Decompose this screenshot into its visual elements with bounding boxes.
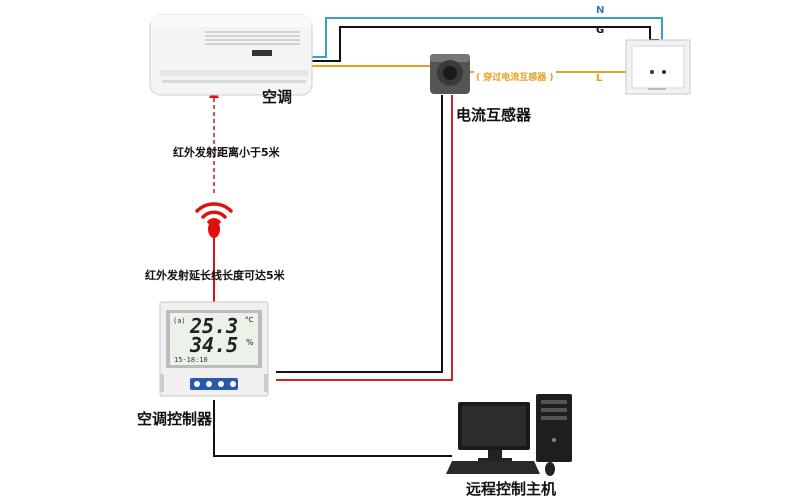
lcd-time: 15-18:10: [174, 356, 208, 364]
host-computer-icon: [446, 394, 572, 476]
ir-emitter-icon: [195, 202, 233, 224]
lcd-prefix: (a): [173, 317, 186, 325]
lcd-temp: 25.3: [189, 314, 238, 338]
wire-host: [213, 400, 452, 457]
wire-g-label: G: [596, 25, 605, 36]
host-label: 远程控制主机: [466, 480, 557, 498]
wire-n: [312, 17, 663, 72]
ir-emitter-head: [208, 220, 220, 238]
controller-device: [159, 301, 269, 397]
lcd-temp-unit: °C: [245, 316, 254, 324]
current-sensor-label: 电流互感器: [456, 106, 532, 124]
wire-sensor-black: [276, 95, 443, 373]
air-conditioner: [149, 14, 313, 96]
lcd-hum-unit: %: [246, 338, 254, 347]
wire-sensor-red: [276, 95, 453, 381]
ac-label: 空调: [262, 88, 293, 106]
current-sensor-icon: [430, 54, 470, 94]
lcd-hum: 34.5: [189, 333, 238, 357]
ir-extension-label: 红外发射延长线长度可达5米: [145, 269, 285, 282]
wire-l-label: L: [596, 73, 603, 84]
ir-distance-label: 红外发射距离小于5米: [173, 146, 280, 159]
sensor-note: ( 穿过电流互感器 ): [476, 73, 554, 83]
wall-socket-icon: [625, 39, 691, 95]
wire-n-label: N: [596, 5, 605, 16]
controller-label: 空调控制器: [137, 410, 213, 428]
